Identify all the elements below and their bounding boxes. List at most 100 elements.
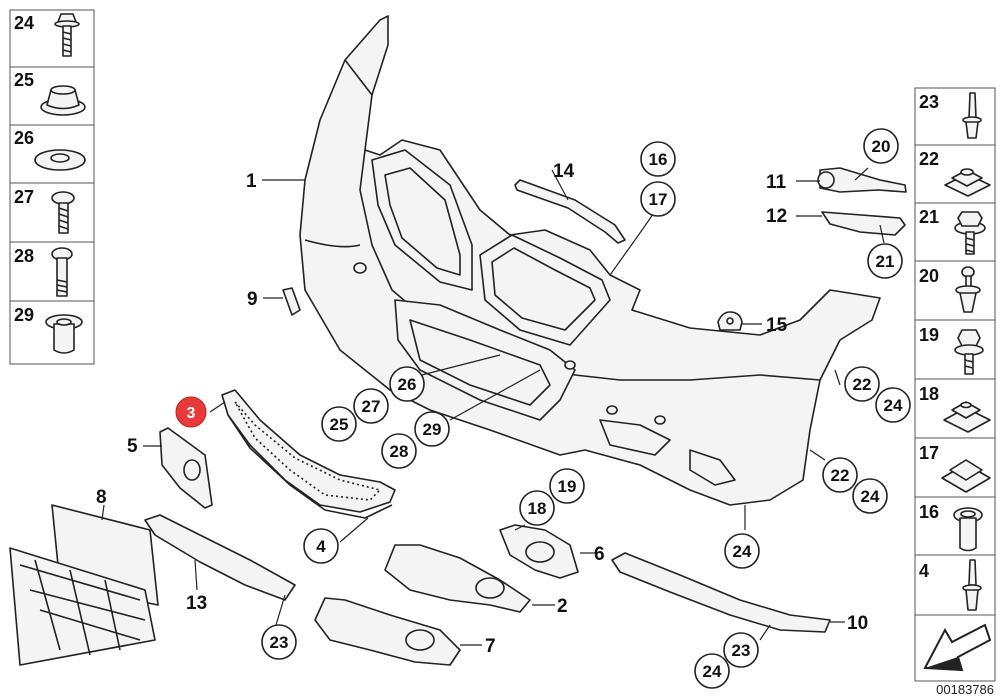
label-9[interactable]: 9 <box>247 289 258 310</box>
tab-part-9[interactable] <box>282 287 301 316</box>
cell-label: 18 <box>919 384 939 404</box>
svg-text:29: 29 <box>423 420 442 439</box>
callout-27[interactable]: 27 <box>353 388 389 424</box>
square-nut-icon <box>941 459 991 493</box>
callout-16[interactable]: 16 <box>640 141 676 177</box>
cell-label: 17 <box>919 443 939 463</box>
svg-text:22: 22 <box>831 466 850 485</box>
expanding-rivet-icon <box>955 266 981 313</box>
callout-4[interactable]: 4 <box>303 528 339 564</box>
cell-label: 16 <box>919 502 939 522</box>
callout-25[interactable]: 25 <box>321 406 357 442</box>
label-8[interactable]: 8 <box>96 487 107 508</box>
svg-text:26: 26 <box>398 375 417 394</box>
svg-text:22: 22 <box>853 375 872 394</box>
label-10[interactable]: 10 <box>847 613 868 634</box>
cell-label: 26 <box>14 128 34 148</box>
label-14[interactable]: 14 <box>553 161 575 182</box>
callout-24[interactable]: 24 <box>875 387 911 423</box>
spoiler-part-10[interactable] <box>611 552 831 633</box>
callout-23[interactable]: 23 <box>261 624 297 660</box>
cell-20[interactable] <box>914 260 996 321</box>
fog-grille-part-2[interactable] <box>384 544 531 613</box>
grille-part-3[interactable] <box>221 389 396 513</box>
spring-nut-icon <box>943 401 991 433</box>
clip-nut-icon <box>944 168 991 197</box>
callout-20[interactable]: 20 <box>863 128 899 164</box>
label-12[interactable]: 12 <box>766 206 787 227</box>
svg-text:20: 20 <box>872 137 891 156</box>
cell-24[interactable] <box>9 9 95 68</box>
svg-text:28: 28 <box>390 442 409 461</box>
svg-text:3: 3 <box>187 405 196 422</box>
label-13[interactable]: 13 <box>186 593 207 614</box>
cell-27[interactable] <box>9 182 95 243</box>
label-15[interactable]: 15 <box>766 315 788 336</box>
leader-lines <box>101 167 885 646</box>
callout-26[interactable]: 26 <box>389 366 425 402</box>
label-2[interactable]: 2 <box>557 596 568 617</box>
plain-labels: 1 14 11 12 9 15 5 8 13 6 2 7 10 <box>96 161 868 657</box>
hex-screw-icon <box>954 211 986 255</box>
spacer-icon <box>45 314 83 354</box>
trim-part-7[interactable] <box>314 597 461 666</box>
direction-arrow-icon <box>923 623 992 672</box>
svg-text:19: 19 <box>558 477 577 496</box>
svg-text:27: 27 <box>362 397 381 416</box>
cell-label: 21 <box>919 207 939 227</box>
cell-label: 4 <box>919 561 929 581</box>
callout-23[interactable]: 23 <box>723 632 759 668</box>
strip-part-14[interactable] <box>514 179 626 244</box>
callout-24[interactable]: 24 <box>694 653 730 689</box>
cell-label: 24 <box>14 13 34 33</box>
left-hardware-column: 24 25 26 27 28 29 <box>9 9 95 365</box>
callout-22[interactable]: 22 <box>844 366 880 402</box>
circled-labels: 16 17 20 21 22 24 22 24 <box>175 128 911 689</box>
label-1[interactable]: 1 <box>246 171 257 192</box>
cell-label: 23 <box>919 92 939 112</box>
svg-text:21: 21 <box>876 252 895 271</box>
svg-text:25: 25 <box>330 415 349 434</box>
bolt-icon <box>51 247 73 297</box>
carrier-bracket <box>9 547 156 666</box>
lower-grille-part-4[interactable] <box>227 414 393 519</box>
label-6[interactable]: 6 <box>594 544 605 565</box>
right-hardware-column: 23 22 21 20 19 18 17 16 4 <box>914 87 996 682</box>
cell-4[interactable] <box>914 554 996 616</box>
cell-label: 19 <box>919 325 939 345</box>
bumper-cover-part[interactable] <box>299 15 881 506</box>
cell-label: 27 <box>14 187 34 207</box>
washer-icon <box>34 149 86 171</box>
cell-label: 25 <box>14 70 34 90</box>
svg-text:24: 24 <box>861 487 880 506</box>
diagram-number: 00183786 <box>936 682 994 697</box>
svg-text:23: 23 <box>270 633 289 652</box>
callout-29[interactable]: 29 <box>414 411 450 447</box>
cell-29[interactable] <box>9 300 95 365</box>
label-11[interactable]: 11 <box>766 172 787 193</box>
svg-text:24: 24 <box>703 662 722 681</box>
callout-3-highlighted[interactable]: 3 <box>175 396 207 428</box>
cell-23[interactable] <box>914 87 996 146</box>
label-5[interactable]: 5 <box>127 436 138 457</box>
callout-19[interactable]: 19 <box>549 468 585 504</box>
callout-24[interactable]: 24 <box>724 533 760 569</box>
svg-text:23: 23 <box>732 641 751 660</box>
collar-screw-icon <box>954 329 984 375</box>
bracket-part-11[interactable] <box>819 167 907 193</box>
sleeve-icon <box>953 507 983 552</box>
callout-17[interactable]: 17 <box>640 181 676 217</box>
callout-18[interactable]: 18 <box>519 490 555 526</box>
callout-21[interactable]: 21 <box>867 243 903 279</box>
callout-24[interactable]: 24 <box>852 478 888 514</box>
svg-text:16: 16 <box>649 150 668 169</box>
cell-22[interactable] <box>914 144 996 204</box>
strip-part-13[interactable] <box>144 514 296 601</box>
bracket-part-12[interactable] <box>821 211 906 236</box>
callout-22[interactable]: 22 <box>822 457 858 493</box>
svg-text:24: 24 <box>733 542 752 561</box>
label-7[interactable]: 7 <box>485 636 496 657</box>
callout-28[interactable]: 28 <box>381 433 417 469</box>
svg-text:18: 18 <box>528 499 547 518</box>
